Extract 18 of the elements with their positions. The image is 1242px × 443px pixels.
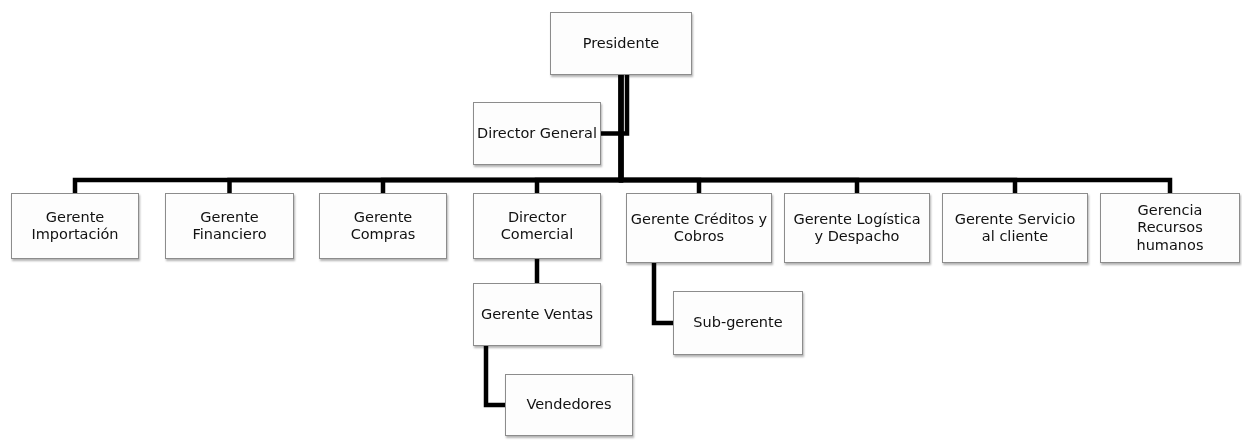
role-box: Gerente Financiero xyxy=(165,193,294,259)
connector-line xyxy=(651,263,673,326)
role-box: Gerente Créditos y Cobros xyxy=(626,193,772,263)
role-box: Sub-gerente xyxy=(673,291,803,355)
role-box: Presidente xyxy=(550,12,692,75)
connector-line xyxy=(483,346,505,408)
role-box: Gerente Importación xyxy=(11,193,139,259)
connector-line xyxy=(618,75,1173,193)
role-box: Gerente Compras xyxy=(319,193,447,259)
role-box: Director Comercial xyxy=(473,193,601,259)
connector-line xyxy=(534,259,540,283)
role-box: Gerente Servicio al cliente xyxy=(942,193,1088,263)
role-box: Director General xyxy=(473,102,601,165)
role-box: Gerente Logística y Despacho xyxy=(784,193,930,263)
connector-line xyxy=(601,75,630,136)
role-box: Gerencia Recursos humanos xyxy=(1100,193,1240,263)
role-box: Vendedores xyxy=(505,374,633,436)
role-box: Gerente Ventas xyxy=(473,283,601,346)
